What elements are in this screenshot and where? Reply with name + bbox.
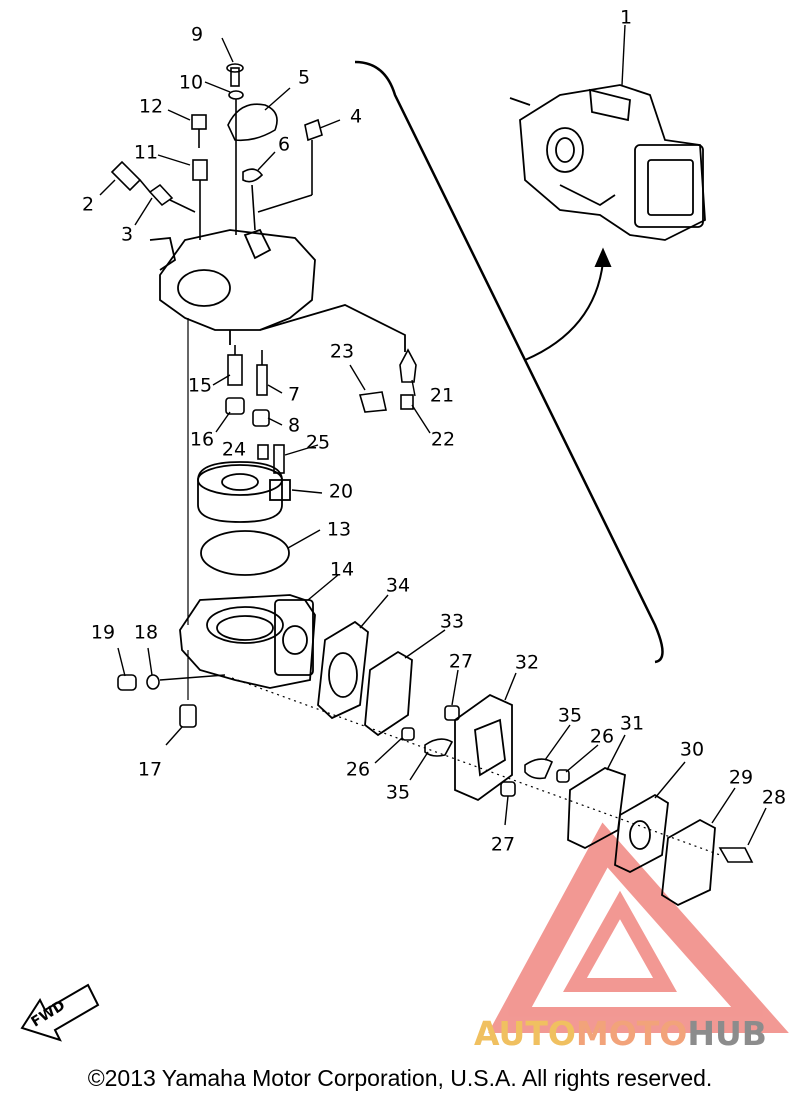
label-21: 21 [429,384,455,407]
label-33: 33 [439,610,465,633]
label-26a: 26 [345,758,371,781]
valve-35a [424,738,454,757]
brand-part-2: MOTO [575,1014,688,1053]
label-29: 29 [728,766,754,789]
label-25: 25 [305,431,331,454]
pump-body-32 [454,693,513,802]
label-16: 16 [189,428,215,451]
jet-8 [252,409,270,427]
label-26b: 26 [589,725,615,748]
label-34: 34 [385,574,411,597]
label-13: 13 [326,518,352,541]
label-11: 11 [133,141,159,164]
plug-4 [257,118,323,213]
screw-26b [556,769,570,783]
label-12: 12 [138,95,164,118]
label-9: 9 [190,23,204,46]
copyright-notice: ©2013 Yamaha Motor Corporation, U.S.A. A… [87,1065,713,1091]
label-27a: 27 [448,650,474,673]
label-24: 24 [221,438,247,461]
screw-17 [179,704,197,728]
gasket-30 [614,793,669,874]
label-17: 17 [137,758,163,781]
label-23: 23 [329,340,355,363]
plate-33 [364,650,413,737]
screw-9 [226,63,244,235]
assembled-carburetor [509,84,706,241]
screw-24 [257,444,269,460]
label-15: 15 [187,374,213,397]
label-14: 14 [329,558,355,581]
label-8: 8 [287,414,301,437]
label-4: 4 [349,105,363,128]
label-20: 20 [328,480,354,503]
watermark-logo [488,822,789,1033]
cover-29 [661,818,716,907]
assembly-arrow [524,261,604,361]
bolt-12 [191,114,207,148]
brand-watermark-text: AUTOMOTOHUB [474,1014,767,1053]
label-3: 3 [120,223,134,246]
label-1: 1 [619,6,633,29]
label-32: 32 [514,651,540,674]
float-chamber-14 [179,594,316,689]
screw-3 [148,183,196,213]
needle-21 [399,348,417,410]
float-20 [197,461,291,523]
valve-35b [524,758,554,780]
label-2: 2 [81,193,95,216]
label-18: 18 [133,621,159,644]
label-35a: 35 [385,781,411,804]
label-31: 31 [619,712,645,735]
brand-part-3: HUB [687,1014,767,1053]
cover-5 [227,103,278,142]
float-pin-6 [242,168,264,231]
carb-body [149,228,406,352]
fwd-arrow-shape [20,983,100,1042]
label-19: 19 [90,621,116,644]
gasket-13 [200,530,290,576]
nut-27a [444,705,460,721]
screw-2 [110,160,151,193]
washer-18 [146,674,226,690]
spring-11 [192,159,208,240]
screw-28 [718,847,754,863]
jet-15 [227,345,243,386]
jet-7 [256,350,268,396]
nut-27b [500,781,516,797]
label-6: 6 [277,133,291,156]
label-7: 7 [287,383,301,406]
label-10: 10 [178,71,204,94]
label-22: 22 [430,428,456,451]
screw-26a [401,727,415,741]
screw-19 [117,674,137,691]
label-27b: 27 [490,833,516,856]
gasket-34 [317,620,369,720]
label-5: 5 [297,66,311,89]
label-30: 30 [679,738,705,761]
label-35b: 35 [557,704,583,727]
label-28: 28 [761,786,787,809]
brand-part-1: AUTO [474,1014,576,1053]
clip-23 [358,391,387,413]
jet-16 [225,397,245,415]
